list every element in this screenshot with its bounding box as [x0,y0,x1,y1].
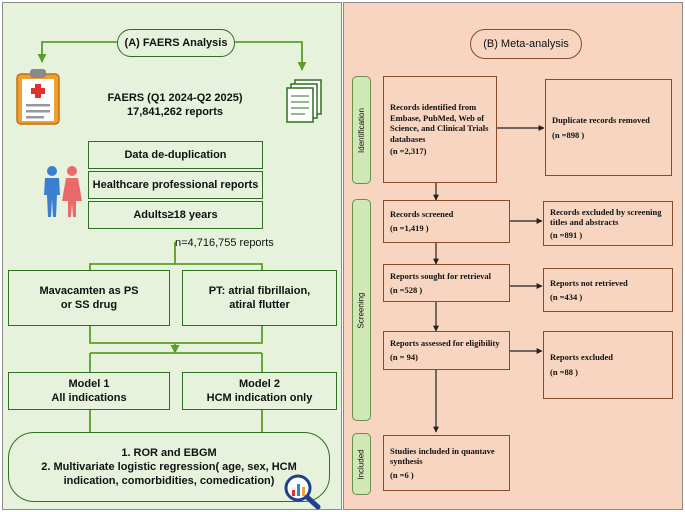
screened-label: Records screened [390,209,454,220]
methods-line2: 2. Multivariate logistic regression( age… [41,460,297,473]
filter-mavacamten-line1: Mavacamten as PS [39,284,139,297]
included-line1: Studies included in quantave [390,445,495,456]
faers-dataset-period: FAERS (Q1 2024-Q2 2025) [107,92,243,104]
model-1-box: Model 1 All indications [8,372,170,410]
duplicates-label: Duplicate records removed [552,114,650,125]
stage-screening-label: Screening [357,291,366,329]
retrieval-count: (n =528 ) [390,284,423,295]
arrow-to-clipboard [37,41,117,63]
panel-a-title: (A) FAERS Analysis [117,29,235,57]
identified-line1: Records identified from [390,101,477,112]
excluded-screening-line1: Records excluded by screening [550,206,662,217]
records-identified-box: Records identified from Embase, PubMed, … [383,76,497,183]
reports-excluded-box: Reports excluded (n =88 ) [543,331,673,399]
step-adults: Adults≥18 years [88,201,263,229]
people-icon [44,166,82,217]
not-retrieved-box: Reports not retrieved (n =434 ) [543,268,673,312]
model-2-box: Model 2 HCM indication only [182,372,337,410]
stage-included-label: Included [357,448,366,480]
filter-af-line1: PT: atrial fibrillaion, [208,284,311,297]
step-deduplication: Data de-duplication [88,141,263,169]
model-2-desc: HCM indication only [206,392,313,404]
stage-included: Included [352,433,371,495]
connector-filters-join [89,326,263,344]
not-retrieved-count: (n =434 ) [550,291,583,302]
studies-included-box: Studies included in quantave synthesis (… [383,435,510,491]
reports-excluded-label: Reports excluded [550,352,614,363]
model-1-title: Model 1 [68,377,110,390]
retrieval-label: Reports sought for retrieval [390,270,491,281]
documents-icon [286,79,322,123]
connector-to-filter-right [175,263,263,270]
stage-screening: Screening [352,199,371,421]
report-count-label: n=4,716,755 reports [175,237,274,249]
reports-retrieval-box: Reports sought for retrieval (n =528 ) [383,264,510,302]
stage-identification-label: Identification [357,107,367,153]
model-1-desc: All indications [51,392,127,404]
stage-identification: Identification [352,76,371,184]
included-line2: synthesis [390,456,423,467]
eligibility-label: Reports assessed for eligibility [390,338,500,349]
clipboard-icon [16,69,60,125]
screened-count: (n =1,419 ) [390,223,429,233]
reports-excluded-count: (n =88 ) [550,367,578,377]
filter-af-line2: atiral flutter [229,299,290,311]
excluded-screening-line2: titles and abstracts [550,217,619,228]
methods-line3: indication, comorbidities, comedication) [63,475,275,488]
methods-line1: 1. ROR and EBGM [121,446,217,459]
filter-mavacamten: Mavacamten as PS or SS drug [8,270,170,326]
magnifier-icon [284,474,321,510]
identified-count: (n =2,317) [390,146,427,157]
eligibility-box: Reports assessed for eligibility (n = 94… [383,331,510,370]
model-2-title: Model 2 [239,377,280,390]
identified-line3: Science, and Clinical Trials [390,123,489,134]
records-screened-box: Records screened (n =1,419 ) [383,200,510,243]
duplicates-removed-box: Duplicate records removed (n =898 ) [545,79,672,176]
filter-mavacamten-line2: or SS drug [60,299,118,311]
excluded-screening-count: (n =891 ) [550,229,583,240]
eligibility-count: (n = 94) [390,352,418,362]
identified-line4: databases [390,133,426,144]
faers-report-count: 17,841,262 reports [126,106,223,118]
excluded-screening-box: Records excluded by screening titles and… [543,201,673,246]
methods-box: 1. ROR and EBGM 2. Multivariate logistic… [8,432,330,502]
not-retrieved-label: Reports not retrieved [550,277,628,288]
arrow-to-documents [235,41,307,71]
step-professional-reports: Healthcare professional reports [88,171,263,199]
duplicates-count: (n =898 ) [552,129,585,140]
panel-b-title: (B) Meta-analysis [470,29,582,59]
identified-line2: Embase, PubMed, Web of [390,112,485,123]
filter-atrial-fibrillation: PT: atrial fibrillaion, atiral flutter [182,270,337,326]
included-count: (n =6 ) [390,469,414,480]
connector-to-filter-left [89,242,176,270]
